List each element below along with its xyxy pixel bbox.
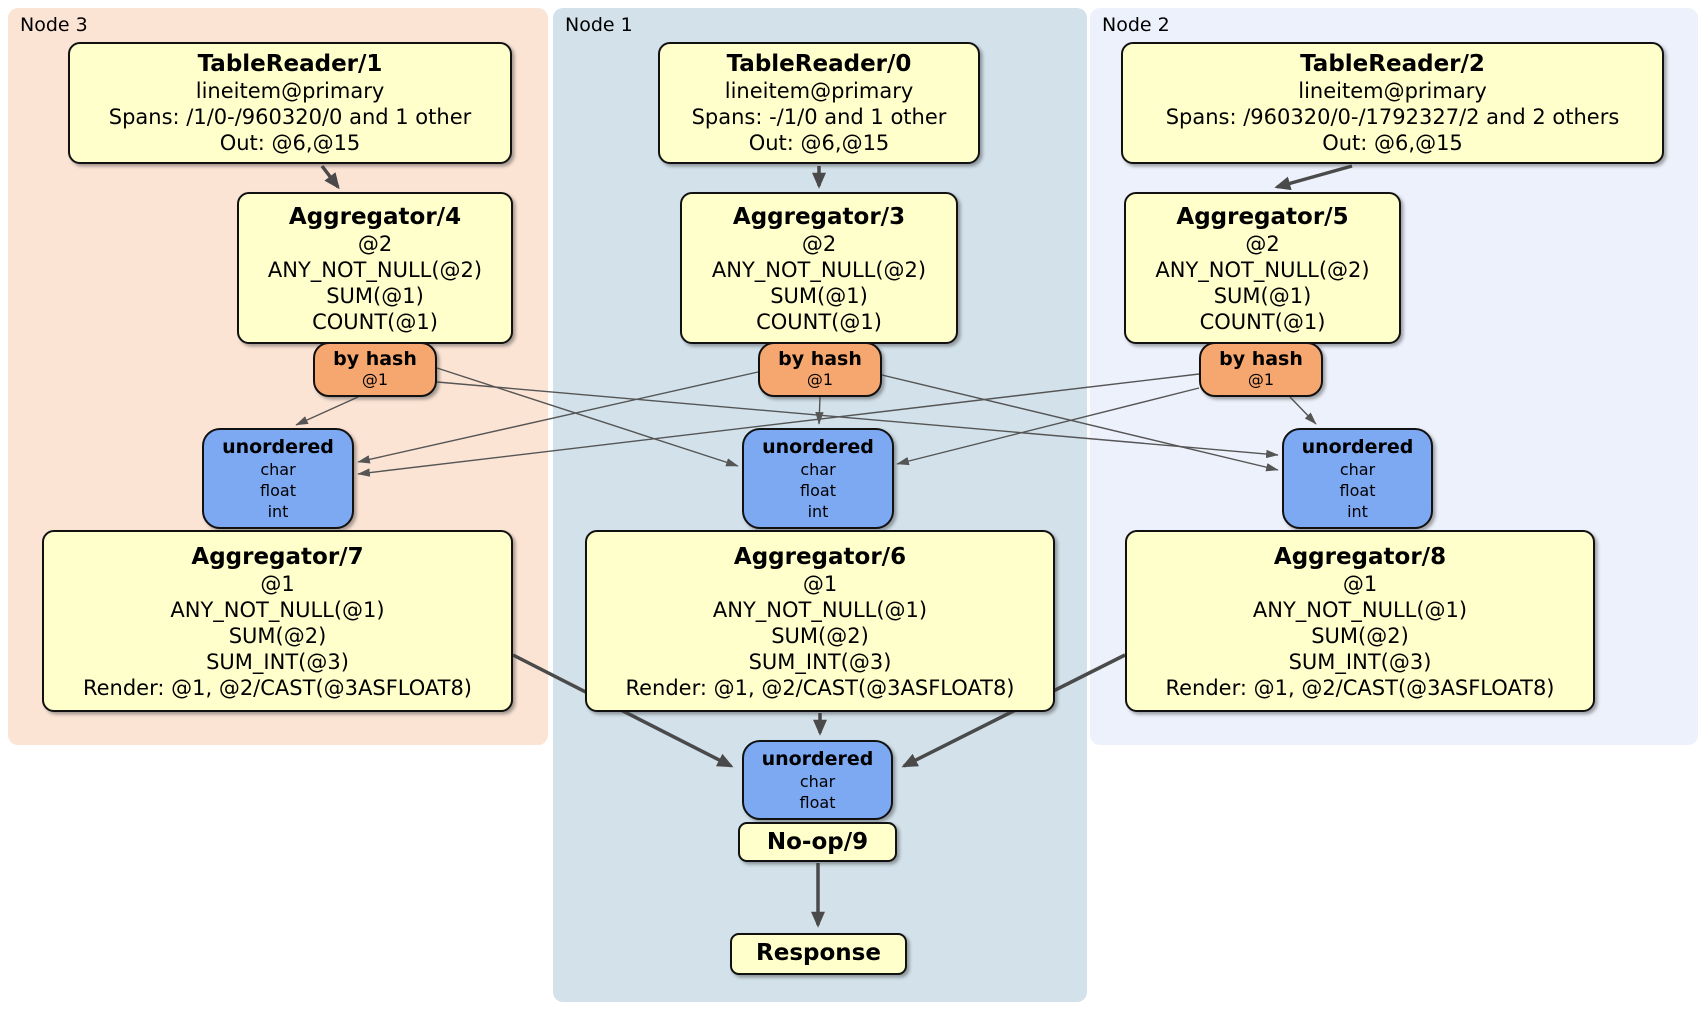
hash-router-node2: by hash @1 [1199,342,1323,397]
hash-router-node3: by hash @1 [313,342,437,397]
noop-9-title: No-op/9 [766,829,869,855]
aggregator-6-box: Aggregator/6 @1 ANY_NOT_NULL(@1) SUM(@2)… [585,530,1055,712]
tablereader-0-box: TableReader/0 lineitem@primary Spans: -/… [658,42,980,164]
tablereader-2-box: TableReader/2 lineitem@primary Spans: /9… [1121,42,1664,164]
response-box: Response [730,933,907,975]
unordered-sync-node2: unordered char float int [1282,428,1433,529]
aggregator-3-title: Aggregator/3 [732,204,906,230]
aggregator-7-box: Aggregator/7 @1 ANY_NOT_NULL(@1) SUM(@2)… [42,530,513,712]
region-label-node3: Node 3 [20,14,88,36]
aggregator-8-title: Aggregator/8 [1273,544,1447,570]
aggregator-7-title: Aggregator/7 [191,544,364,570]
unordered-sync-node1: unordered char float int [742,428,894,529]
aggregator-4-box: Aggregator/4 @2 ANY_NOT_NULL(@2) SUM(@1)… [237,192,513,344]
response-title: Response [756,940,881,966]
aggregator-3-box: Aggregator/3 @2 ANY_NOT_NULL(@2) SUM(@1)… [680,192,958,344]
tablereader-2-title: TableReader/2 [1300,51,1485,77]
aggregator-6-title: Aggregator/6 [733,544,907,570]
unordered-sync-node3: unordered char float int [202,428,354,529]
tablereader-0-title: TableReader/0 [726,51,912,77]
unordered-sync-output: unordered char float [742,740,893,820]
tablereader-1-box: TableReader/1 lineitem@primary Spans: /1… [68,42,512,164]
aggregator-4-title: Aggregator/4 [288,204,462,230]
aggregator-5-title: Aggregator/5 [1176,204,1349,230]
region-label-node1: Node 1 [565,14,633,36]
aggregator-5-box: Aggregator/5 @2 ANY_NOT_NULL(@2) SUM(@1)… [1124,192,1401,344]
noop-9-box: No-op/9 [738,822,897,862]
aggregator-8-box: Aggregator/8 @1 ANY_NOT_NULL(@1) SUM(@2)… [1125,530,1595,712]
tablereader-1-title: TableReader/1 [197,51,383,77]
region-label-node2: Node 2 [1102,14,1170,36]
hash-router-node1: by hash @1 [758,342,882,397]
